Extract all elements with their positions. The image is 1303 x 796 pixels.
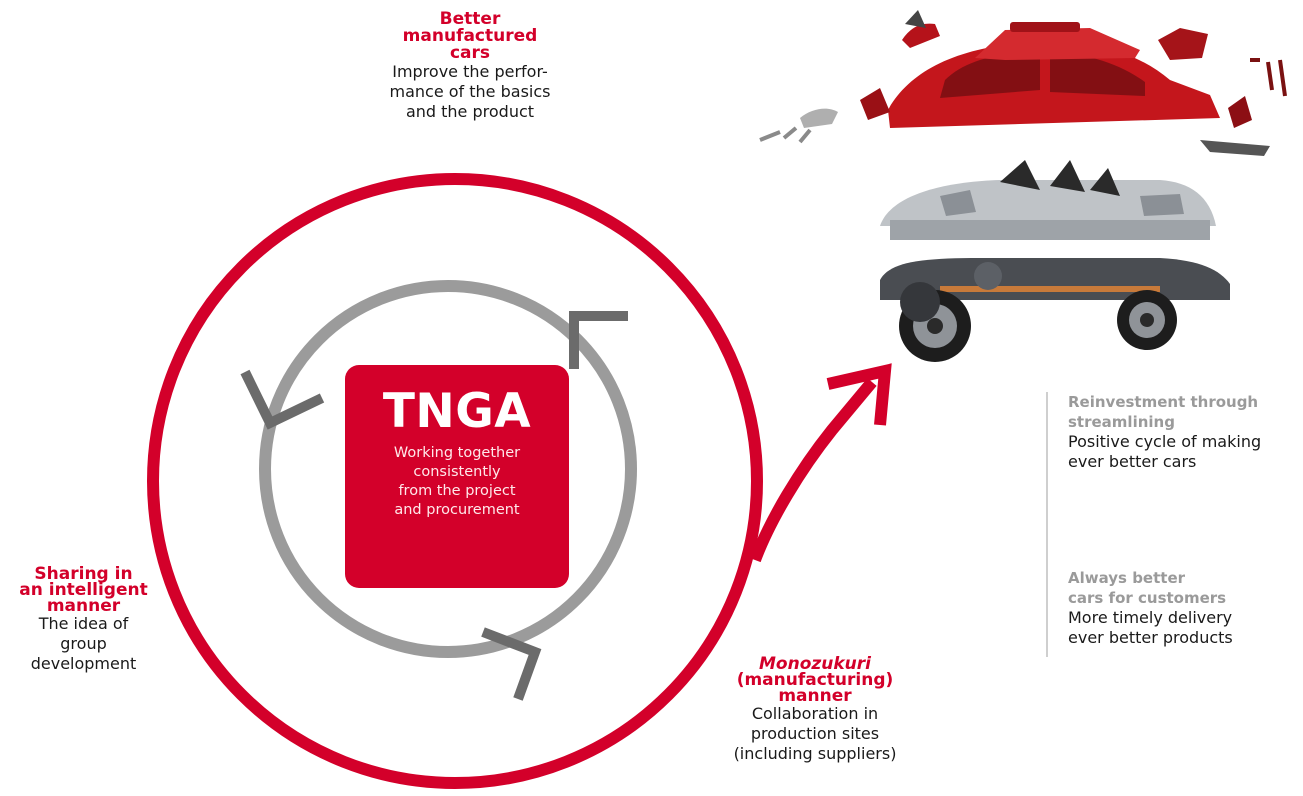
info-better-cars-for-customers: Always better cars for customers More ti… <box>1068 569 1233 647</box>
tnga-description: Working together consistently from the p… <box>393 445 521 518</box>
right-info-panel: Reinvestment through streamlining Positi… <box>1046 392 1298 657</box>
growth-arrow <box>749 378 877 563</box>
label-monozukuri-manner: Monozukuri (manufacturing) manner Collab… <box>733 654 897 764</box>
inner-gray-ring <box>259 280 637 658</box>
tnga-title: TNGA <box>382 384 532 439</box>
rotation-arrowhead-icon <box>569 311 628 369</box>
label-better-manufactured-cars: Better manufactured cars Improve the per… <box>389 9 551 122</box>
outer-red-ring <box>147 173 763 789</box>
car-body-panels <box>759 10 1287 156</box>
rotation-arrowhead-icon <box>240 369 325 430</box>
exploded-car-body-chassis-icon <box>759 10 1287 362</box>
info-reinvestment: Reinvestment through streamlining Positi… <box>1068 393 1262 471</box>
rotation-arrowhead-icon <box>481 627 542 701</box>
label-sharing-intelligent-manner: Sharing in an intelligent manner The ide… <box>19 564 148 674</box>
car-chassis-wheels <box>880 258 1230 362</box>
growth-arrowhead-icon <box>826 363 892 426</box>
tnga-center-box: TNGA Working together consistently from … <box>345 365 569 588</box>
car-platform-frame <box>880 160 1216 240</box>
